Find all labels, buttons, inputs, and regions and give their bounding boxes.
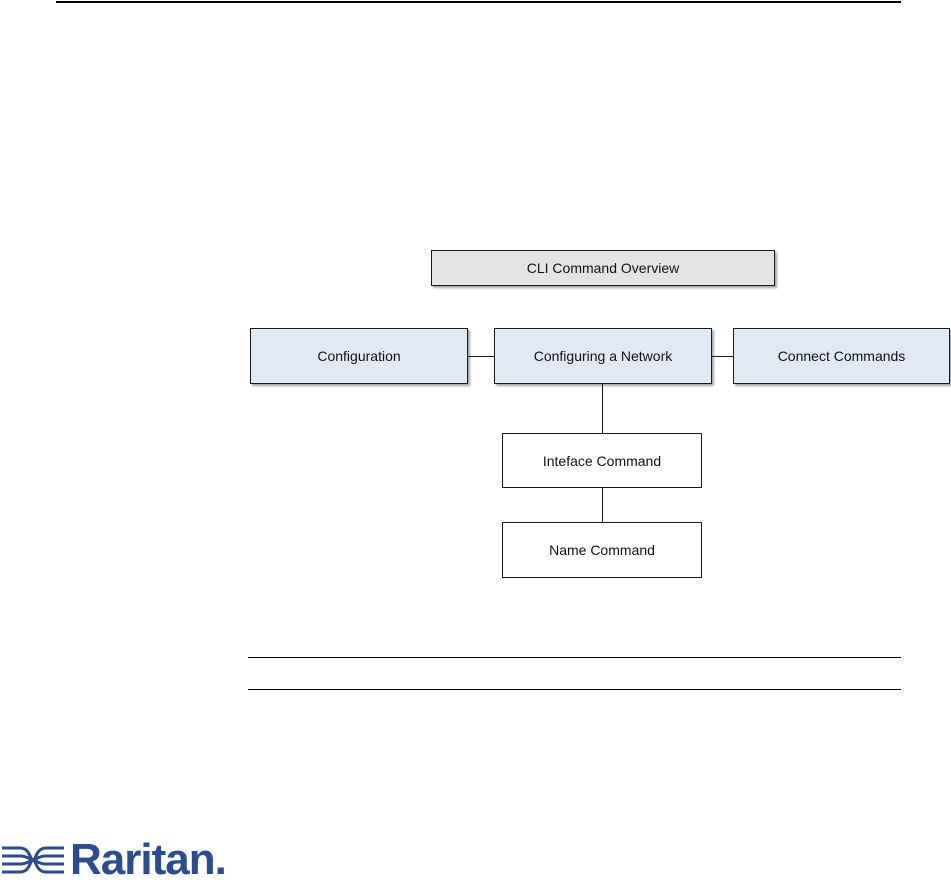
interface-command-label: Inteface Command [542, 452, 662, 469]
raritan-logo-wordmark: Raritan. [70, 835, 227, 884]
name-command-label: Name Command [549, 542, 655, 558]
configuring-network-box: Configuring a Network [494, 328, 712, 384]
connector-interface-name [602, 488, 603, 522]
interface-command-box: Inteface Command [502, 433, 702, 488]
table-rule-bottom [248, 689, 901, 690]
cli-command-overview-label: CLI Command Overview [526, 260, 680, 276]
connector-configuration-network [468, 356, 494, 357]
configuration-label: Configuration [317, 348, 401, 364]
connector-network-interface [602, 384, 603, 433]
table-rule-top [248, 657, 901, 658]
configuring-network-label: Configuring a Network [533, 348, 673, 364]
connect-commands-label: Connect Commands [777, 348, 906, 364]
raritan-logo-icon [0, 842, 66, 882]
connector-network-connect [712, 356, 733, 357]
name-command-box: Name Command [502, 522, 702, 578]
cli-command-overview-box: CLI Command Overview [431, 250, 775, 286]
connect-commands-box: Connect Commands [733, 328, 950, 384]
configuration-box: Configuration [250, 328, 468, 384]
header-rule [56, 1, 901, 3]
raritan-logo: Raritan. [0, 836, 250, 888]
